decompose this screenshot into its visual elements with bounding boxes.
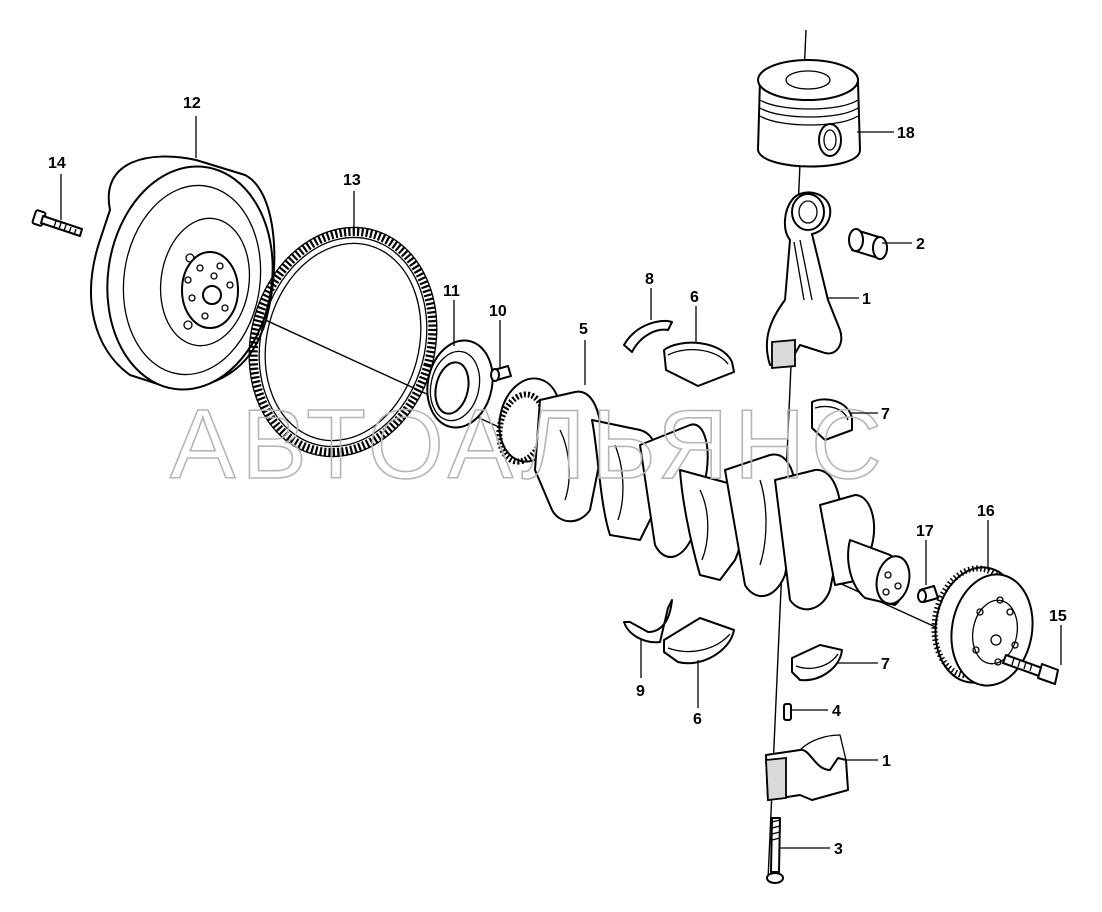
callout-17: 17 [916,523,934,540]
callout-1-rod: 1 [862,291,871,308]
part-5-crankshaft [496,377,911,611]
part-11-rear-oil-seal [426,339,494,429]
callout-11: 11 [443,283,460,300]
callout-leaders [60,116,1062,849]
part-15-pulley-bolt [1002,654,1059,685]
part-6-main-bearing-upper [663,341,735,387]
callout-3: 3 [834,841,843,858]
callout-8: 8 [645,271,654,288]
callout-16: 16 [977,503,995,520]
callout-labels: 12 14 13 11 10 5 8 6 18 2 1 7 17 16 15 7… [48,95,1067,858]
part-18-piston [757,59,861,168]
callout-5: 5 [579,321,588,338]
part-1-rod-cap [765,734,849,802]
callout-15: 15 [1049,608,1067,625]
part-4-cap-dowel [783,703,792,721]
callout-7-lower: 7 [881,656,890,673]
part-10-dowel-pin [490,365,512,382]
part-14-flywheel-bolt [31,209,83,237]
part-7-rod-bearing-upper [811,398,853,441]
callout-9: 9 [636,683,645,700]
part-6-main-bearing-lower [663,617,735,665]
part-1-connecting-rod [765,191,843,369]
part-16-crank-pulley [931,565,1034,687]
part-17-front-dowel [917,585,939,603]
callout-18: 18 [897,125,915,142]
part-7-rod-bearing-lower [791,644,843,682]
callout-6-upper: 6 [690,289,699,306]
callout-4: 4 [832,703,841,720]
callout-13: 13 [343,172,361,189]
watermark-text: АВТОАЛЬЯНС [170,389,888,499]
callout-14: 14 [48,155,66,172]
callout-6-lower: 6 [693,711,702,728]
callout-7-upper: 7 [881,406,890,423]
part-8-thrust-washer-upper [623,320,673,353]
part-9-thrust-washer-lower [623,599,673,644]
callout-12: 12 [183,95,201,112]
part-12-flywheel [90,155,276,391]
callout-2: 2 [916,236,925,253]
part-3-rod-bolt [766,817,784,884]
part-2-piston-pin [848,228,888,260]
callout-10: 10 [489,303,507,320]
callout-1-cap: 1 [882,753,891,770]
